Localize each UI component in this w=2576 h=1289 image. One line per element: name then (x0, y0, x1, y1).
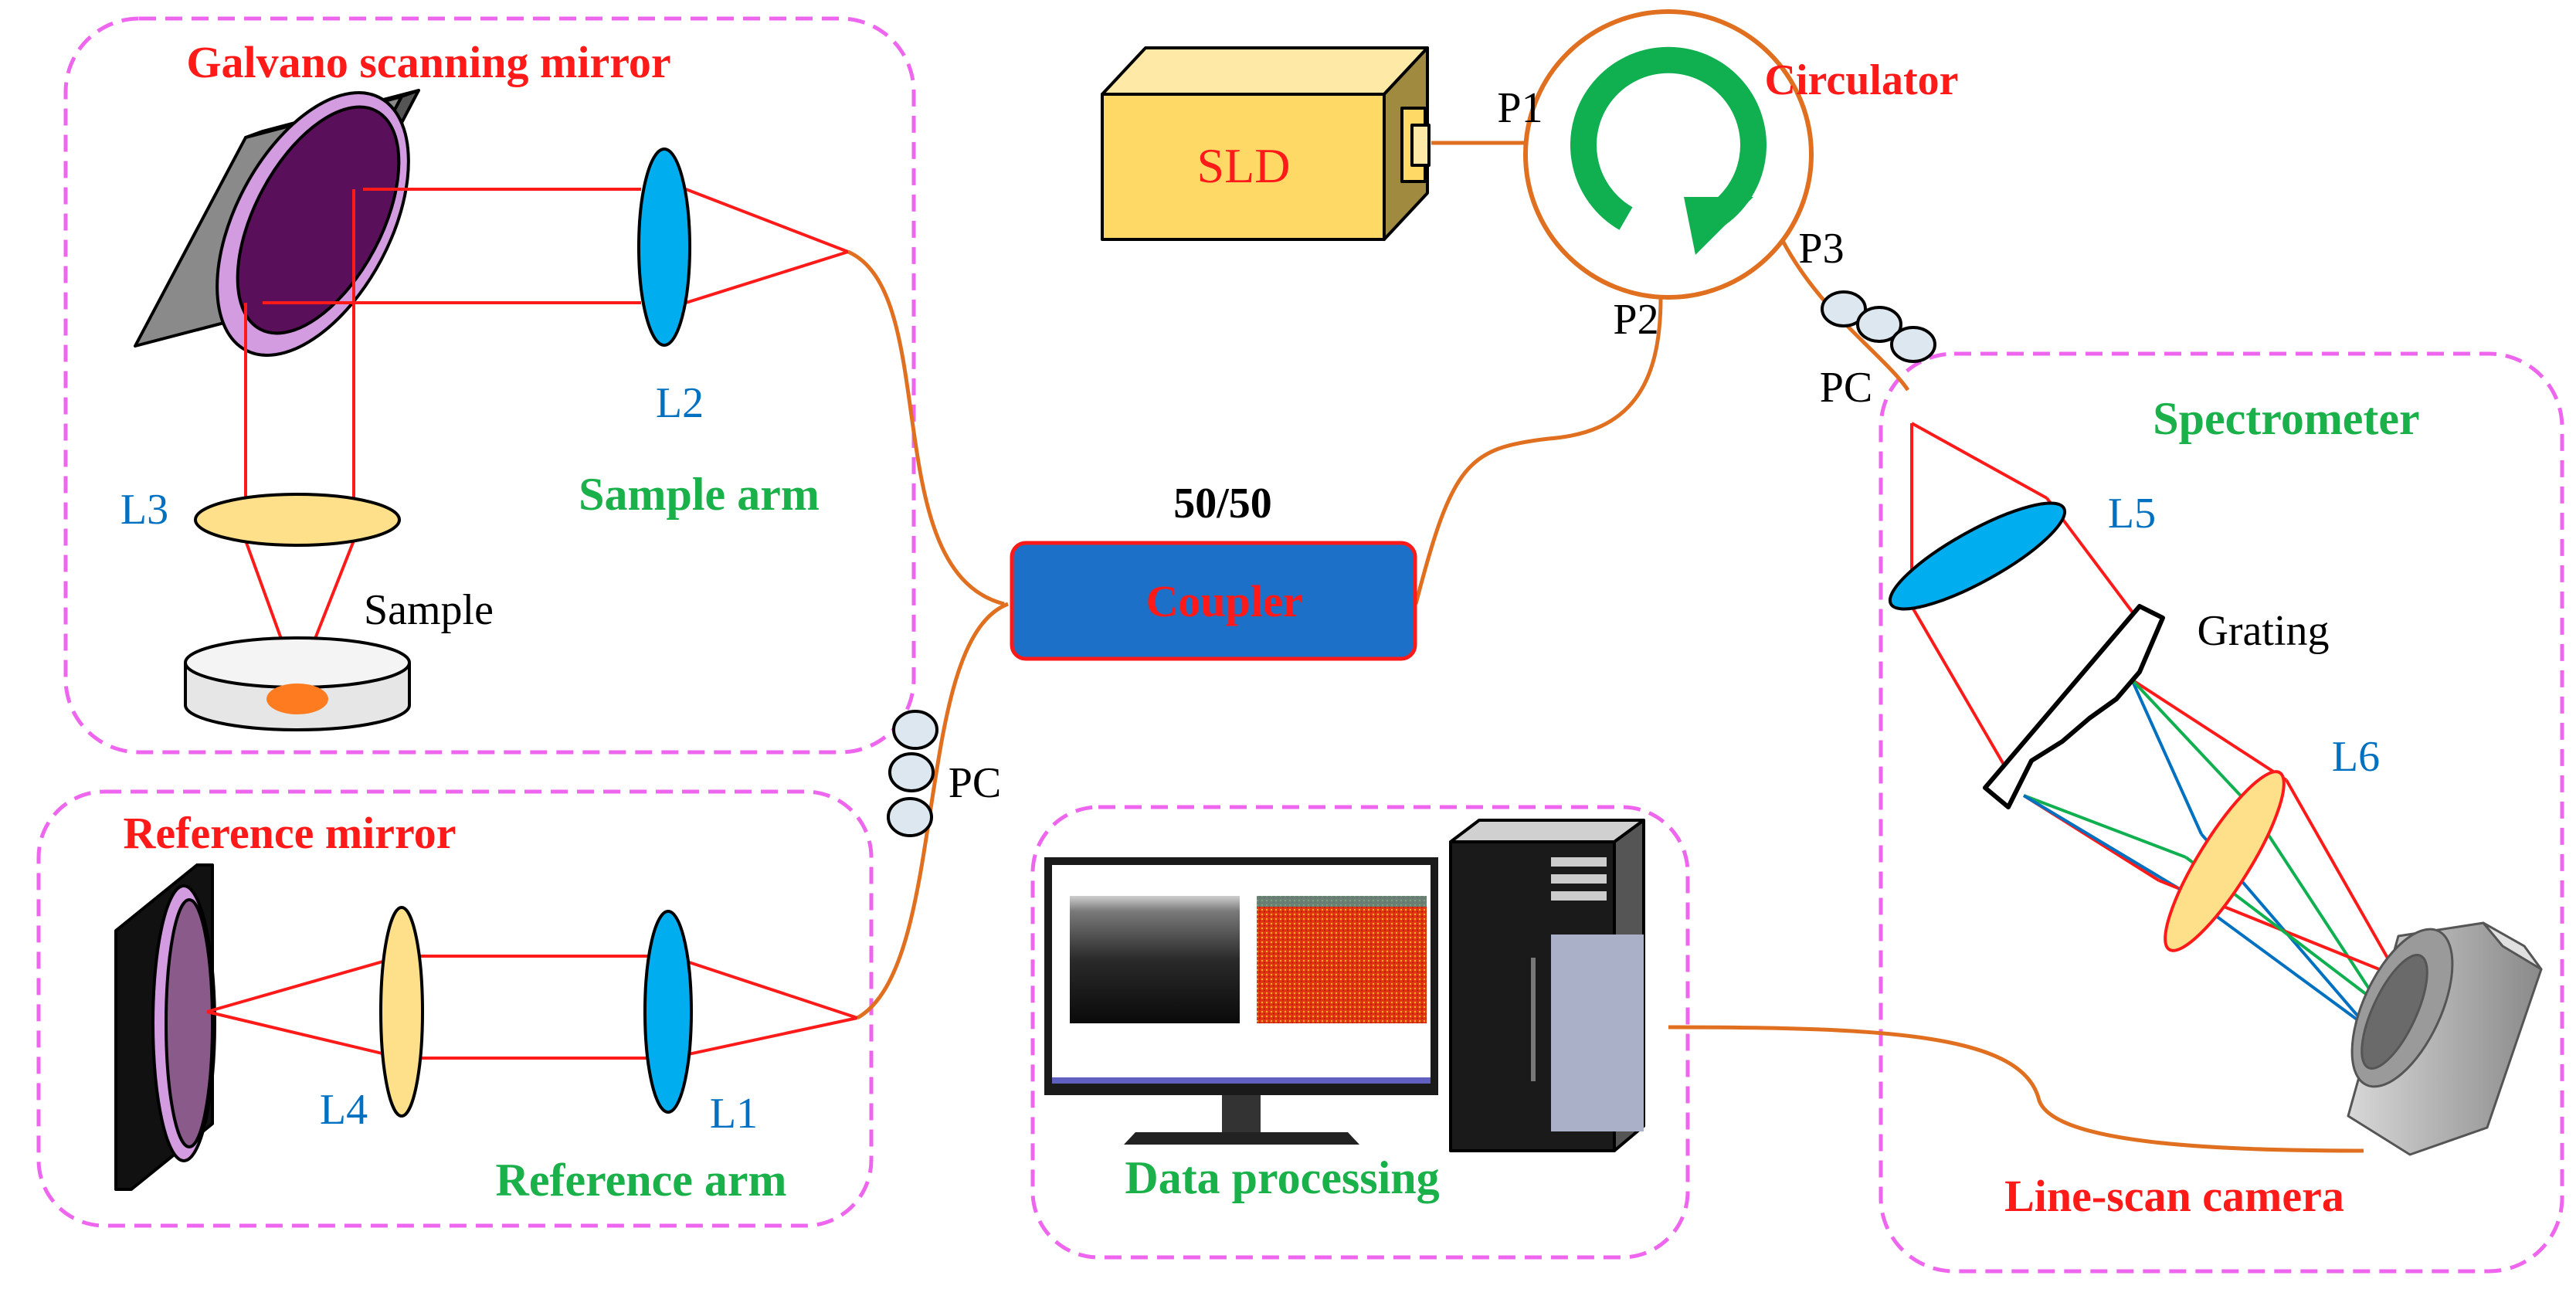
sld-label: SLD (1197, 138, 1291, 193)
grating-icon (1983, 604, 2165, 809)
port-p2-label: P2 (1613, 296, 1658, 344)
circulator-arrow-icon (1523, 9, 1814, 300)
lens-l6-label: L6 (2332, 733, 2380, 781)
lens-l6 (2164, 770, 2286, 952)
circulator-label: Circulator (1765, 56, 1959, 104)
data-processing-caption: Data processing (1125, 1152, 1439, 1203)
pc-bottom-icon (887, 710, 938, 837)
spectrometer-box (1879, 351, 2564, 1274)
lens-l3-label: L3 (120, 486, 168, 534)
grating-label: Grating (2197, 607, 2329, 655)
computer-tower-icon (1449, 819, 1645, 1152)
fiber-camera-to-computer (1668, 1025, 2364, 1153)
spectrometer-title: Spectrometer (2153, 393, 2419, 444)
lens-l4-label: L4 (320, 1086, 368, 1134)
monitor-icon (1044, 857, 1438, 1145)
lens-l3 (194, 493, 401, 547)
sample-arm-caption: Sample arm (579, 469, 820, 520)
lens-l2 (637, 148, 691, 347)
pc-bottom-label: PC (949, 759, 1002, 807)
fibers (847, 141, 2364, 1153)
fiber-sample-arm (847, 249, 1005, 606)
reference-mirror-icon (114, 863, 216, 1191)
sample-arm-title: Galvano scanning mirror (186, 37, 670, 87)
lens-l5 (1888, 501, 2067, 611)
reference-title: Reference mirror (124, 808, 456, 858)
coupler-box (1010, 541, 1417, 661)
sample-label: Sample (364, 586, 494, 634)
port-p3-label: P3 (1798, 225, 1844, 273)
coupler-label: Coupler (1146, 576, 1303, 626)
sample-arm-box (63, 16, 916, 755)
lens-l2-label: L2 (656, 379, 704, 427)
pc-top-label: PC (1820, 364, 1873, 412)
reference-arm-beams (206, 955, 858, 1060)
sample-dish-icon (184, 636, 411, 731)
line-scan-camera-caption: Line-scan camera (2004, 1171, 2344, 1221)
pc-top-icon (1821, 290, 1936, 363)
coupler-ratio-label: 50/50 (1173, 480, 1272, 527)
lens-l1 (643, 910, 693, 1114)
line-scan-camera-icon (2347, 921, 2543, 1156)
port-p1-label: P1 (1497, 84, 1543, 132)
fiber-reference-arm (856, 602, 1009, 1020)
fiber-coupler-to-p2 (1414, 297, 1663, 605)
sld-box-icon (1101, 46, 1431, 241)
lens-l5-label: L5 (2108, 490, 2156, 538)
reference-caption: Reference arm (496, 1155, 787, 1206)
lens-l1-label: L1 (710, 1090, 758, 1138)
lens-l4 (379, 906, 424, 1118)
galvo-mirror-icon (134, 89, 420, 357)
